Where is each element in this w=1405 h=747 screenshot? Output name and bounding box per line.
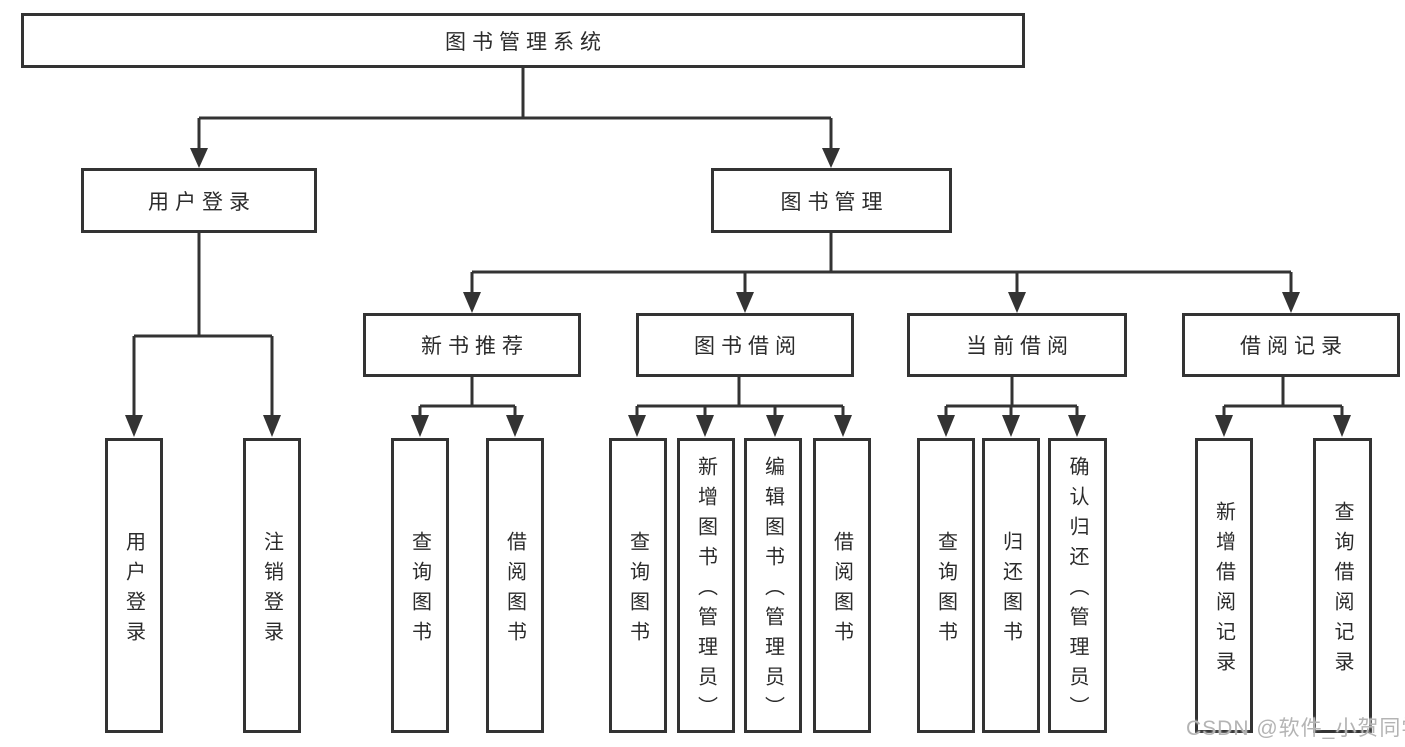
leaf-logout: 注销登录 [243, 438, 301, 733]
node-label: 新增借阅记录 [1212, 500, 1235, 681]
leaf-recommend-borrow-books: 借阅图书 [486, 438, 544, 733]
arrowhead [263, 415, 281, 437]
node-label: 新增图书（管理员） [694, 455, 717, 726]
node-label: 当前借阅 [966, 335, 1074, 358]
node-label: 用户登录 [148, 190, 256, 214]
leaf-recommend-query-books: 查询图书 [391, 438, 449, 733]
leaf-borrow-add-books-admin: 新增图书（管理员） [677, 438, 735, 733]
node-label: 图书借阅 [694, 335, 802, 358]
leaf-borrow-borrow-books: 借阅图书 [813, 438, 871, 733]
arrowhead [937, 415, 955, 437]
node-label: 查询借阅记录 [1331, 500, 1353, 681]
node-label: 用户登录 [122, 530, 145, 651]
leaf-current-confirm-return-admin: 确认归还（管理员） [1048, 438, 1107, 733]
arrowhead [736, 292, 754, 313]
arrowhead [834, 415, 852, 437]
arrowhead [1333, 415, 1351, 437]
arrowhead [766, 415, 784, 437]
leaf-user-login: 用户登录 [105, 438, 163, 733]
arrowhead [463, 292, 481, 313]
node-label: 借阅记录 [1240, 335, 1348, 358]
node-label: 注销登录 [260, 530, 283, 651]
node-label: 借阅图书 [503, 530, 526, 651]
node-label: 查询图书 [934, 530, 957, 651]
arrowhead [411, 415, 429, 437]
node-book-management: 图书管理 [711, 168, 952, 233]
node-user-login: 用户登录 [81, 168, 317, 233]
node-current-borrowing: 当前借阅 [907, 313, 1127, 377]
leaf-current-return-books: 归还图书 [982, 438, 1040, 733]
arrowhead [628, 415, 646, 437]
arrowhead [1282, 292, 1300, 313]
arrowhead [1008, 292, 1026, 313]
arrowhead [1068, 415, 1086, 437]
node-label: 借阅图书 [830, 530, 853, 651]
arrowhead [125, 415, 143, 437]
arrowhead [506, 415, 524, 437]
csdn-watermark: CSDN @软件_小贺同学 [1186, 717, 1405, 740]
node-book-borrowing: 图书借阅 [636, 313, 854, 377]
leaf-record-query-borrow-record: 查询借阅记录 [1313, 438, 1372, 733]
leaf-current-query-books: 查询图书 [917, 438, 975, 733]
arrowhead [822, 148, 840, 168]
node-label: 确认归还（管理员） [1066, 455, 1088, 726]
arrowhead-group [125, 148, 1351, 437]
node-label: 归还图书 [999, 530, 1022, 651]
node-label: 图书管理系统 [445, 30, 607, 54]
leaf-borrow-query-books: 查询图书 [609, 438, 667, 733]
leaf-record-add-borrow-record: 新增借阅记录 [1195, 438, 1253, 733]
node-label: 图书管理 [780, 190, 889, 214]
arrowhead [1002, 415, 1020, 437]
node-new-book-recommendation: 新书推荐 [363, 313, 581, 377]
arrowhead [696, 415, 714, 437]
node-borrowing-records: 借阅记录 [1182, 313, 1400, 377]
node-label: 新书推荐 [421, 335, 529, 358]
node-library-management-system: 图书管理系统 [21, 13, 1025, 68]
arrowhead [190, 148, 208, 168]
node-label: 编辑图书（管理员） [761, 455, 784, 726]
node-label: 查询图书 [408, 530, 431, 651]
node-label: 查询图书 [626, 530, 649, 651]
arrowhead [1215, 415, 1233, 437]
leaf-borrow-edit-books-admin: 编辑图书（管理员） [744, 438, 802, 733]
